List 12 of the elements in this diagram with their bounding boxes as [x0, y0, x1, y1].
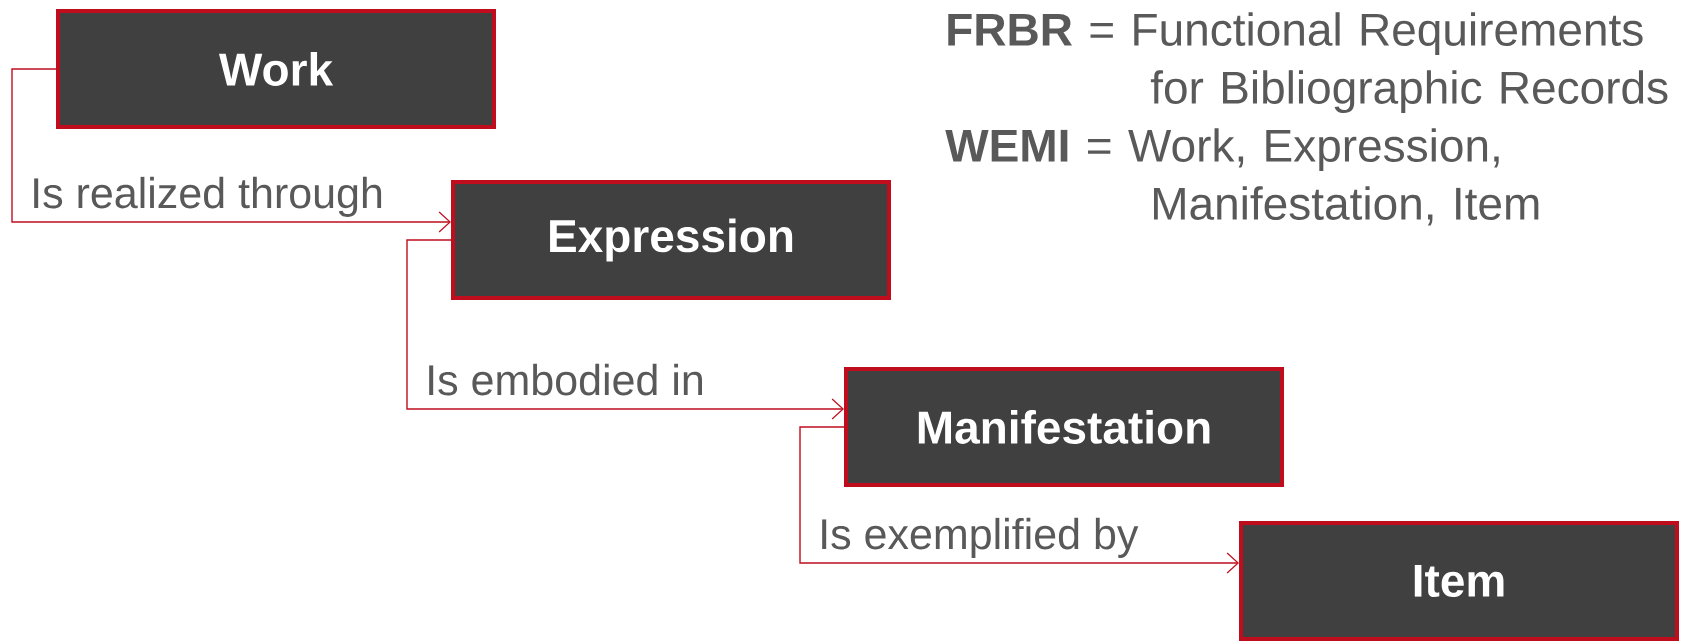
arrow: [11, 68, 451, 233]
arrow: [406, 239, 844, 420]
note-text: FRBR = Functional Requirements for Bibliographic Records: [948, 12, 1668, 114]
edge-label: Is realized through: [34, 176, 382, 217]
edge-label: Is exemplified by: [822, 517, 1139, 558]
arrow: [799, 426, 1239, 574]
note-text: WEMI = Work, Expression, Manifestation, Item: [945, 128, 1539, 226]
entity-box: Work: [56, 9, 496, 129]
entity-box: Manifestation: [844, 367, 1284, 487]
edge-label: Is embodied in: [429, 363, 702, 396]
entity-box: Item: [1239, 521, 1679, 641]
entity-box: Expression: [451, 180, 891, 300]
